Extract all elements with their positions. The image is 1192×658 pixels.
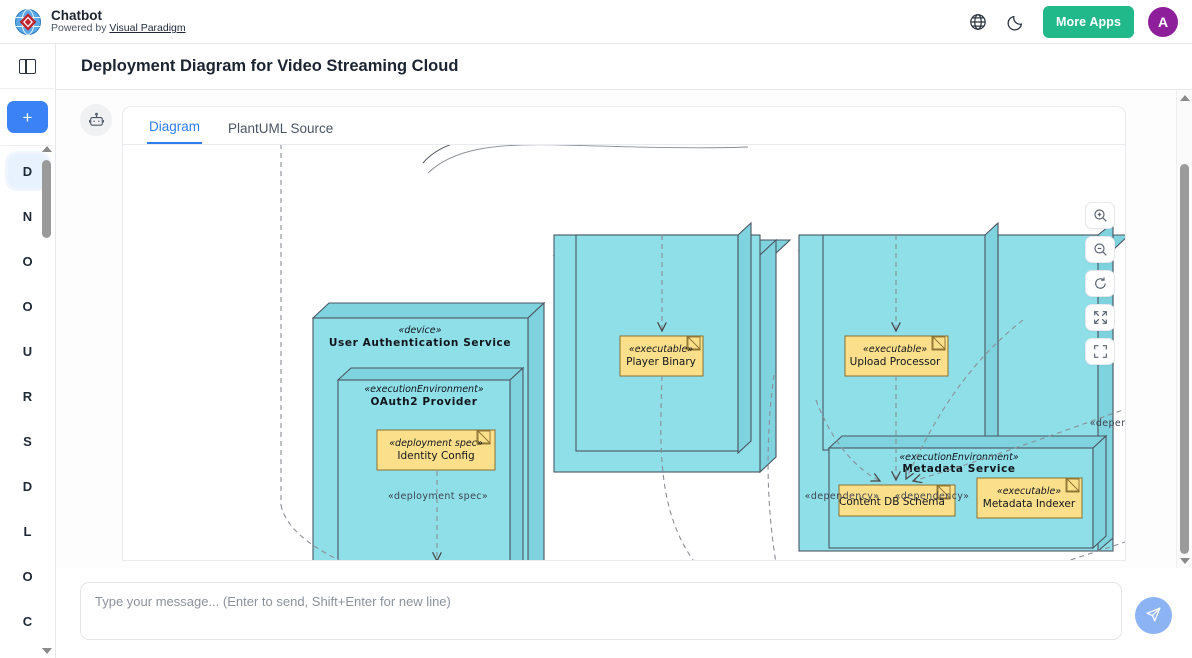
- rail-item-3[interactable]: O: [22, 298, 33, 314]
- message-input-placeholder: Type your message... (Enter to send, Shi…: [95, 594, 451, 609]
- rail-scroll-up-arrow[interactable]: [41, 146, 52, 152]
- edge-label-0: «deployment spec»: [388, 491, 488, 502]
- rail-scrollbar[interactable]: [41, 146, 52, 654]
- rail-item-7[interactable]: D: [22, 478, 33, 494]
- canvas-scroll-up-arrow[interactable]: [1179, 95, 1190, 101]
- page-title: Deployment Diagram for Video Streaming C…: [81, 57, 459, 75]
- edge-label-3: «dependency»: [805, 491, 880, 502]
- node-user-auth-service: «device» User Authentication Service «ex…: [311, 301, 546, 560]
- zoom-out-icon[interactable]: [1085, 236, 1115, 263]
- canvas-scroll-down-arrow[interactable]: [1179, 558, 1190, 564]
- svg-text:Metadata Indexer: Metadata Indexer: [983, 498, 1076, 510]
- svg-text:Upload Processor: Upload Processor: [850, 356, 941, 368]
- main-content: Diagram PlantUML Source .nd { fill:#8fdf…: [56, 90, 1176, 568]
- canvas-scroll-thumb[interactable]: [1180, 164, 1189, 554]
- node-streaming: «executable» Player Binary: [552, 221, 792, 474]
- artifact-upload-processor: «executable» Upload Processor: [844, 335, 949, 377]
- diagram-card: Diagram PlantUML Source .nd { fill:#8fdf…: [122, 106, 1126, 561]
- document-header: Deployment Diagram for Video Streaming C…: [56, 44, 1192, 90]
- artifact-player-binary: «executable» Player Binary: [619, 335, 704, 377]
- rail-scroll-down-arrow[interactable]: [41, 648, 52, 654]
- svg-text:Content DB Schema: Content DB Schema: [839, 496, 945, 508]
- uml-deployment-diagram: .nd { fill:#8fdfe9; stroke:#4a5560; stro…: [280, 145, 1126, 560]
- send-paper-plane-icon: [1145, 606, 1162, 626]
- svg-text:User Authentication Service: User Authentication Service: [329, 337, 511, 349]
- svg-text:«executionEnvironment»: «executionEnvironment»: [899, 452, 1018, 463]
- diagram-canvas[interactable]: .nd { fill:#8fdfe9; stroke:#4a5560; stro…: [123, 145, 1126, 560]
- top-bar: Chatbot Powered by Visual Paradigm More …: [0, 0, 1192, 44]
- svg-text:«executionEnvironment»: «executionEnvironment»: [364, 384, 483, 395]
- brand: Chatbot Powered by Visual Paradigm: [14, 8, 186, 36]
- edge-label-1: «dependency»: [1090, 418, 1126, 429]
- send-button[interactable]: [1135, 597, 1172, 634]
- canvas-scrollbar[interactable]: [1176, 90, 1192, 568]
- moon-icon[interactable]: [1005, 11, 1027, 33]
- rail-item-5[interactable]: R: [22, 388, 33, 404]
- svg-text:Player Binary: Player Binary: [626, 356, 696, 368]
- rail-item-list: D N O O U R S D L O C: [0, 146, 55, 656]
- new-chat-button[interactable]: +: [7, 101, 48, 133]
- globe-icon[interactable]: [967, 11, 989, 33]
- zoom-in-icon[interactable]: [1085, 202, 1115, 229]
- rail-top: [0, 44, 55, 89]
- svg-text:«executable»: «executable»: [629, 344, 693, 355]
- rail-item-4[interactable]: U: [22, 343, 33, 359]
- rail-item-0[interactable]: D: [7, 154, 48, 188]
- panel-toggle-icon[interactable]: [19, 58, 36, 74]
- rail-item-8[interactable]: L: [23, 523, 32, 539]
- rail-scroll-thumb[interactable]: [42, 160, 51, 238]
- powered-by-prefix: Powered by: [51, 22, 110, 35]
- reset-rotate-icon[interactable]: [1085, 270, 1115, 297]
- edge-label-4: «dependency»: [895, 491, 970, 502]
- visual-paradigm-link[interactable]: Visual Paradigm: [109, 22, 186, 35]
- rail-item-10[interactable]: C: [22, 613, 33, 629]
- svg-text:Identity Config: Identity Config: [397, 450, 474, 462]
- rail-item-2[interactable]: O: [22, 253, 33, 269]
- robot-icon: [80, 104, 112, 136]
- more-apps-button[interactable]: More Apps: [1042, 5, 1134, 38]
- edge-labels: «deployment spec» «dependency» «manifest…: [388, 418, 1126, 502]
- svg-text:«deployment spec»: «deployment spec»: [389, 438, 483, 449]
- left-rail: + D N O O U R S D L O C: [0, 44, 56, 658]
- fullscreen-icon[interactable]: [1085, 338, 1115, 365]
- zoom-toolbar: [1085, 202, 1115, 365]
- svg-text:«executable»: «executable»: [997, 486, 1061, 497]
- message-input-box[interactable]: Type your message... (Enter to send, Shi…: [80, 582, 1122, 640]
- fit-screen-icon[interactable]: [1085, 304, 1115, 331]
- tab-diagram[interactable]: Diagram: [147, 119, 203, 144]
- artifact-content-db-schema: Content DB Schema: [838, 484, 956, 517]
- powered-by: Powered by Visual Paradigm: [51, 22, 186, 35]
- message-composer: Type your message... (Enter to send, Shi…: [56, 568, 1192, 658]
- svg-text:«device»: «device»: [399, 325, 442, 336]
- rail-new-section: +: [0, 89, 55, 146]
- tab-plantuml-source[interactable]: PlantUML Source: [228, 121, 334, 136]
- rail-item-9[interactable]: O: [22, 568, 33, 584]
- rail-item-1[interactable]: N: [22, 208, 33, 224]
- svg-text:Metadata Service: Metadata Service: [902, 463, 1015, 475]
- rail-item-6[interactable]: S: [23, 433, 32, 449]
- visual-paradigm-logo-icon: [14, 8, 42, 36]
- avatar[interactable]: A: [1148, 6, 1178, 37]
- artifact-metadata-indexer: «executable» Metadata Indexer: [976, 477, 1083, 519]
- node-upload: «executable» Upload Processor «execution…: [797, 221, 1125, 553]
- tab-bar: Diagram PlantUML Source: [123, 107, 1125, 145]
- node-metadata-service: «executionEnvironment» Metadata Service …: [827, 434, 1108, 550]
- svg-text:OAuth2 Provider: OAuth2 Provider: [370, 396, 477, 408]
- svg-text:«executable»: «executable»: [863, 344, 927, 355]
- app-title: Chatbot: [51, 8, 102, 24]
- artifact-identity-config: «deployment spec» Identity Config: [376, 429, 496, 471]
